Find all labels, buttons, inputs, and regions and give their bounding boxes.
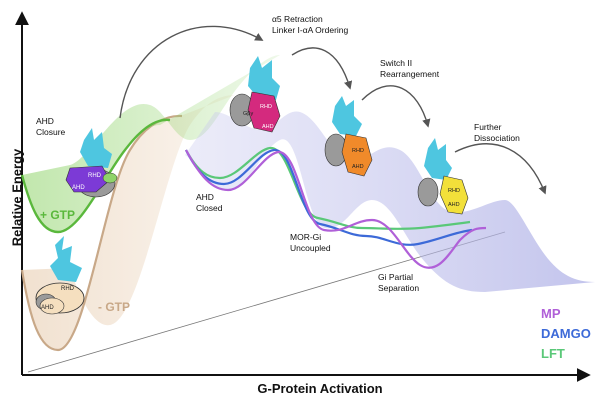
ahd-closure-label: AHD Closure: [36, 116, 66, 137]
legend-lft: LFT: [541, 346, 565, 361]
protein-switch2-icon: RHD AHD: [324, 96, 373, 177]
further-dissociation-label: Further Dissociation: [474, 122, 520, 143]
arrow-to-dissociation: [454, 143, 547, 195]
inactive-rhd-label: RHD: [61, 286, 75, 292]
lft-curve: [185, 146, 471, 230]
alpha5-gby-label: Gβγ: [243, 111, 253, 117]
alpha5-rhd-label: RHD: [260, 104, 272, 110]
switch2-rhd-label: RHD: [352, 148, 364, 154]
protein-ahd-closure-icon: RHD AHD: [65, 128, 118, 198]
inactive-ahd-label: AHD: [41, 305, 54, 311]
protein-inactive-icon: RHD AHD: [35, 236, 85, 315]
plus-gtp-label: + GTP: [40, 208, 76, 222]
ahd-closed-label: AHD Closed: [196, 192, 223, 213]
y-axis-label: Relative Energy: [9, 148, 25, 247]
protein-dissociation-icon: RHD AHD: [417, 138, 469, 215]
arrow-to-further: [361, 85, 431, 128]
x-axis-label: G-Protein Activation: [257, 381, 383, 396]
protein-alpha5-icon: Gβγ RHD AHD: [229, 56, 281, 133]
minus-gtp-curve: [20, 114, 183, 352]
switch2-ahd-label: AHD: [352, 164, 364, 170]
alpha5-retraction-label: α5 Retraction Linker I-αA Ordering: [272, 14, 349, 35]
mor-gi-uncoupled-label: MOR-Gi Uncoupled: [290, 232, 331, 253]
further-rhd-label: RHD: [448, 188, 460, 194]
arrow-to-alpha5: [119, 25, 264, 119]
switch2-label: Switch II Rearrangement: [380, 58, 440, 79]
activation-surface: [185, 111, 595, 292]
alpha5-ahd-label: AHD: [262, 124, 274, 130]
arrow-to-switch2: [291, 47, 353, 90]
gi-partial-separation-label: Gi Partial Separation: [378, 272, 420, 293]
minus-gtp-label: - GTP: [98, 300, 130, 314]
closure-rhd-label: RHD: [88, 173, 102, 179]
further-ahd-label: AHD: [448, 202, 460, 208]
closure-ahd-label: AHD: [72, 185, 85, 191]
mp-curve: [185, 149, 487, 269]
plus-gtp-curve: [20, 118, 171, 234]
legend-damgo: DAMGO: [541, 326, 591, 341]
legend-mp: MP: [541, 306, 561, 321]
